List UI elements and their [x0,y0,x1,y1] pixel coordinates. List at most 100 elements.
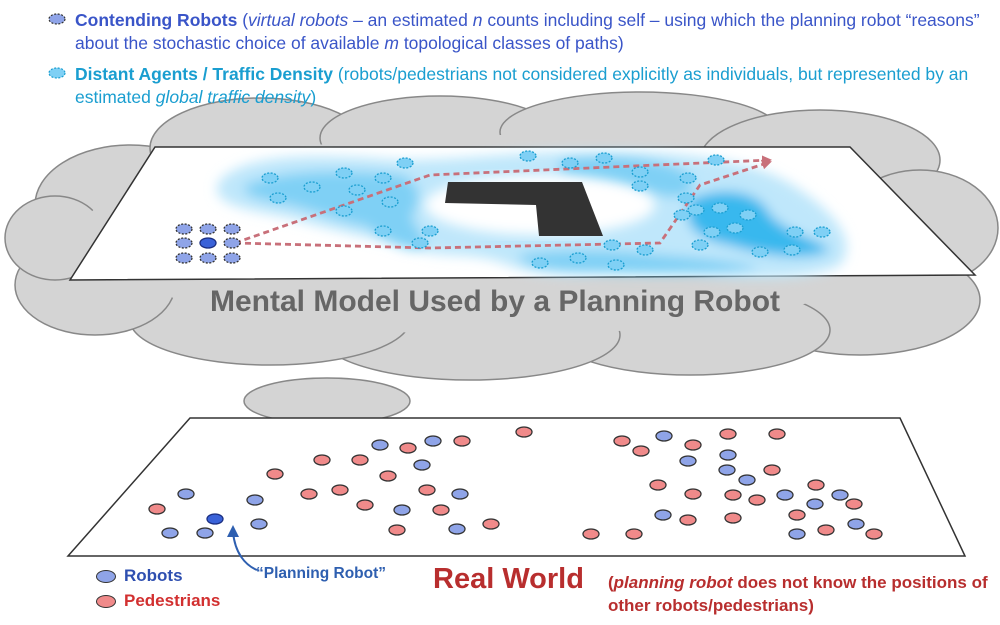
robot [448,523,466,535]
pedestrian [684,488,702,500]
mental-model-title: Mental Model Used by a Planning Robot [209,285,781,318]
path-upper [234,155,772,245]
pedestrian [748,494,766,506]
pedestrian [515,426,533,438]
distant-agent [374,172,392,184]
pedestrian [724,489,742,501]
distant-agent [711,202,729,214]
robot [738,474,756,486]
path-classes [234,155,772,250]
distant-agent [631,166,649,178]
pedestrian [313,454,331,466]
pedestrian [148,503,166,515]
pedestrian [300,488,318,500]
distant-agent [687,204,705,216]
planning-robot [206,513,224,525]
distant-agent [411,237,429,249]
legend-robots: Robots [96,566,183,586]
distant-agent [691,239,709,251]
robot [719,449,737,461]
obstacle-mental-model [445,182,603,236]
virtual-robot [223,223,241,235]
pedestrian [331,484,349,496]
distant-agent [381,196,399,208]
real-world-plane [66,417,967,557]
legend-pedestrians: Pedestrians [96,591,220,611]
robot [788,528,806,540]
pedestrian [418,484,436,496]
distant-agents [261,150,831,271]
distant-agent [396,157,414,169]
robot [246,494,264,506]
virtual-robot [175,252,193,264]
virtual-robot [199,252,217,264]
pedestrian [482,518,500,530]
distant-agent [269,192,287,204]
distant-agent [677,192,695,204]
distant-agent [673,209,691,221]
virtual-robot [223,237,241,249]
pedestrian-dot-icon [96,595,116,609]
robot [451,488,469,500]
virtual-robot [175,223,193,235]
planning-robot-label: “Planning Robot” [256,565,387,582]
distant-agent [261,172,279,184]
pedestrian [807,479,825,491]
robot [424,435,442,447]
legend-contending-title: Contending Robots [75,10,238,30]
pedestrian [625,528,643,540]
distant-agent [707,154,725,166]
pedestrian [613,435,631,447]
distant-agent [636,244,654,256]
distant-agent [739,209,757,221]
distant-agent [631,180,649,192]
robot [393,504,411,516]
robot [847,518,865,530]
distant-agent [303,181,321,193]
pedestrian [649,479,667,491]
pedestrian [679,514,697,526]
distant-agent [813,226,831,238]
distant-agent [595,152,613,164]
pedestrian [632,445,650,457]
distant-agent [607,259,625,271]
real-world-title: Real World [433,563,584,595]
pedestrian [763,464,781,476]
robot [196,527,214,539]
distant-agent [348,184,366,196]
distant-agent [569,252,587,264]
path-lower [234,159,772,250]
pedestrian [684,439,702,451]
legend-distant-agents: Distant Agents / Traffic Density (robots… [75,64,969,107]
distant-agent [374,225,392,237]
distant-agent [783,244,801,256]
pedestrian [865,528,883,540]
pedestrian [845,498,863,510]
distant-agent [335,167,353,179]
distant-agent [519,150,537,162]
distant-agent [726,222,744,234]
robot [371,439,389,451]
robot [413,459,431,471]
distant-agent [751,246,769,258]
pedestrian [719,428,737,440]
distant-agent [679,172,697,184]
pedestrian [453,435,471,447]
robot [654,509,672,521]
robot [655,430,673,442]
pedestrian [379,470,397,482]
pedestrian [399,442,417,454]
robot [679,455,697,467]
contending-robots [175,223,241,264]
distant-agent [531,257,549,269]
pedestrian [817,524,835,536]
distant-agent [561,157,579,169]
virtual-robot [175,237,193,249]
robot [250,518,268,530]
virtual-robot [223,252,241,264]
virtual-robot [199,223,217,235]
robot [776,489,794,501]
pedestrian [582,528,600,540]
distant-agent [786,226,804,238]
